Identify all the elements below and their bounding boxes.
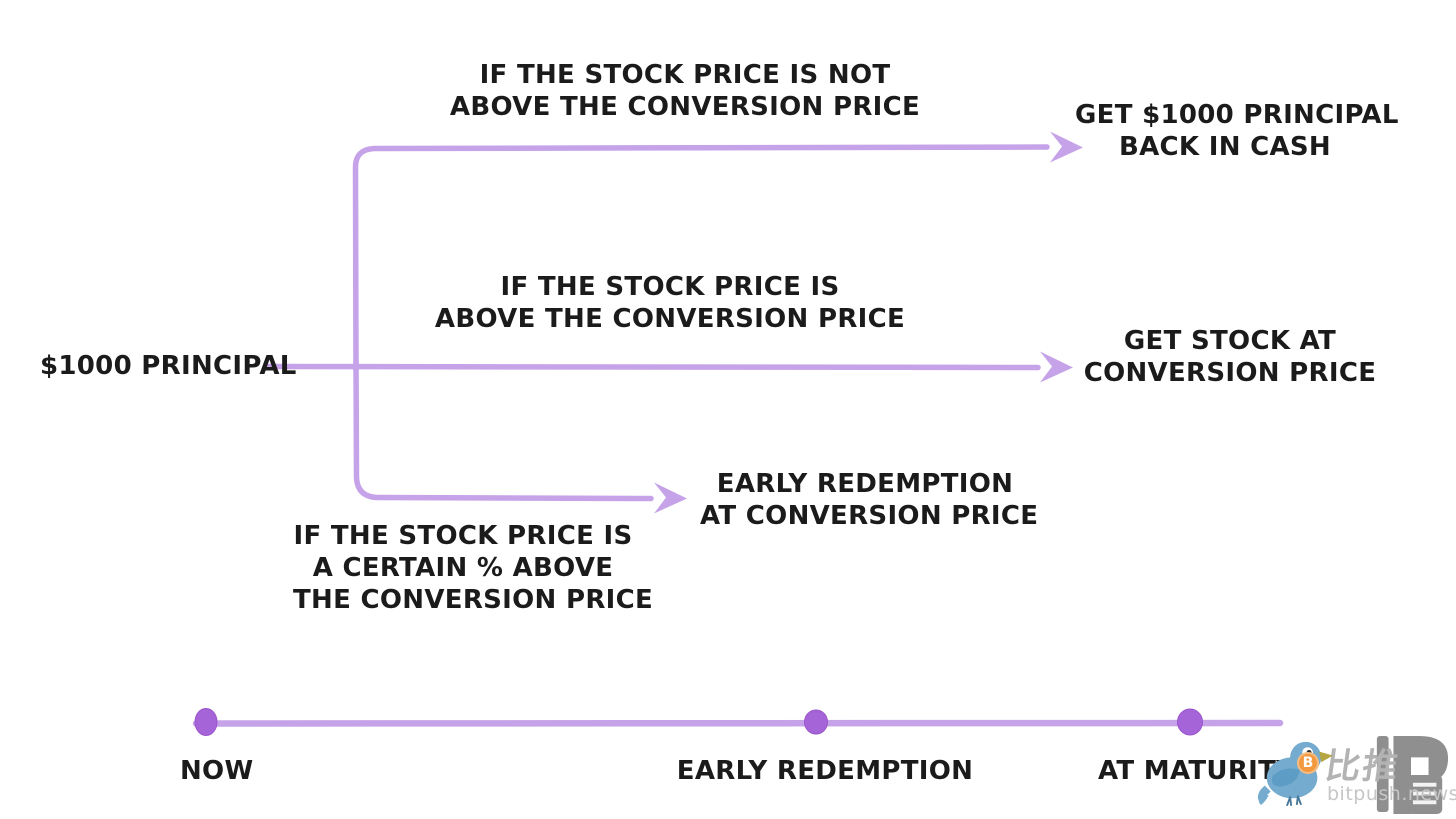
timeline-label-now: NOW [180,755,320,787]
branch-top-result-line2: BACK IN CASH [1119,132,1331,162]
timeline-dot-early-redemption [804,709,828,735]
bitcoin-coin-letter: B [1302,755,1314,771]
arrowhead-bottom-icon [654,482,687,514]
bitpush-logo-icon [1376,735,1449,814]
timeline-label-early-redemption: EARLY REDEMPTION [670,755,980,787]
branch-bottom-condition-line3: THE CONVERSION PRICE [293,585,654,615]
timeline-label-at-maturity: AT MATURITY [1098,755,1296,787]
branch-top-result-line1: GET $1000 PRINCIPAL [1075,100,1399,130]
timeline-label-early-redemption-text: EARLY REDEMPTION [676,756,974,786]
branch-bottom-condition-line2: A CERTAIN % ABOVE [312,553,614,583]
branch-bottom-result-line1: EARLY REDEMPTION [716,469,1014,499]
timeline-dot-now [194,708,218,736]
timeline-dot-maturity [1177,708,1203,736]
branch-top-condition-line1: IF THE STOCK PRICE IS NOT [479,60,891,90]
branch-middle-result-line2: CONVERSION PRICE [1083,358,1377,388]
root-node-label: $1000 PRINCIPAL [40,350,297,382]
watermark-brand-en: bitpush.news [1327,783,1456,805]
timeline-line [192,719,1284,727]
timeline-label-now-text: NOW [180,756,254,786]
branch-bottom-connector-line [353,357,654,502]
branch-middle-condition-line1: IF THE STOCK PRICE IS [500,272,840,302]
root-node-label-text: $1000 PRINCIPAL [40,351,297,381]
timeline-label-at-maturity-text: AT MATURITY [1098,756,1296,786]
twitter-bird-icon [1257,741,1333,807]
branch-bottom-result-line2: AT CONVERSION PRICE [700,501,1039,531]
branch-middle-result-label: GET STOCK AT CONVERSION PRICE [1080,325,1380,389]
branch-top-condition-label: IF THE STOCK PRICE IS NOT ABOVE THE CONV… [420,59,950,123]
branch-bottom-condition-line1: IF THE STOCK PRICE IS [293,521,633,551]
watermark-brand-cn: 比推 [1322,747,1403,787]
branch-middle-condition-label: IF THE STOCK PRICE IS ABOVE THE CONVERSI… [405,271,935,335]
branch-top-condition-line2: ABOVE THE CONVERSION PRICE [449,92,921,122]
bitcoin-coin-icon: B [1297,752,1319,774]
branch-middle-connector-line [263,363,1041,371]
arrowhead-top-icon [1050,131,1083,163]
branch-top-connector-line [352,144,1050,373]
branch-top-result-label: GET $1000 PRINCIPAL BACK IN CASH [1075,99,1399,163]
branch-bottom-result-label: EARLY REDEMPTION AT CONVERSION PRICE [700,468,1039,532]
branch-middle-result-line1: GET STOCK AT [1123,326,1337,356]
branch-middle-condition-line2: ABOVE THE CONVERSION PRICE [434,304,906,334]
branch-bottom-condition-label: IF THE STOCK PRICE IS A CERTAIN % ABOVE … [293,520,654,616]
arrowhead-middle-icon [1040,351,1073,383]
